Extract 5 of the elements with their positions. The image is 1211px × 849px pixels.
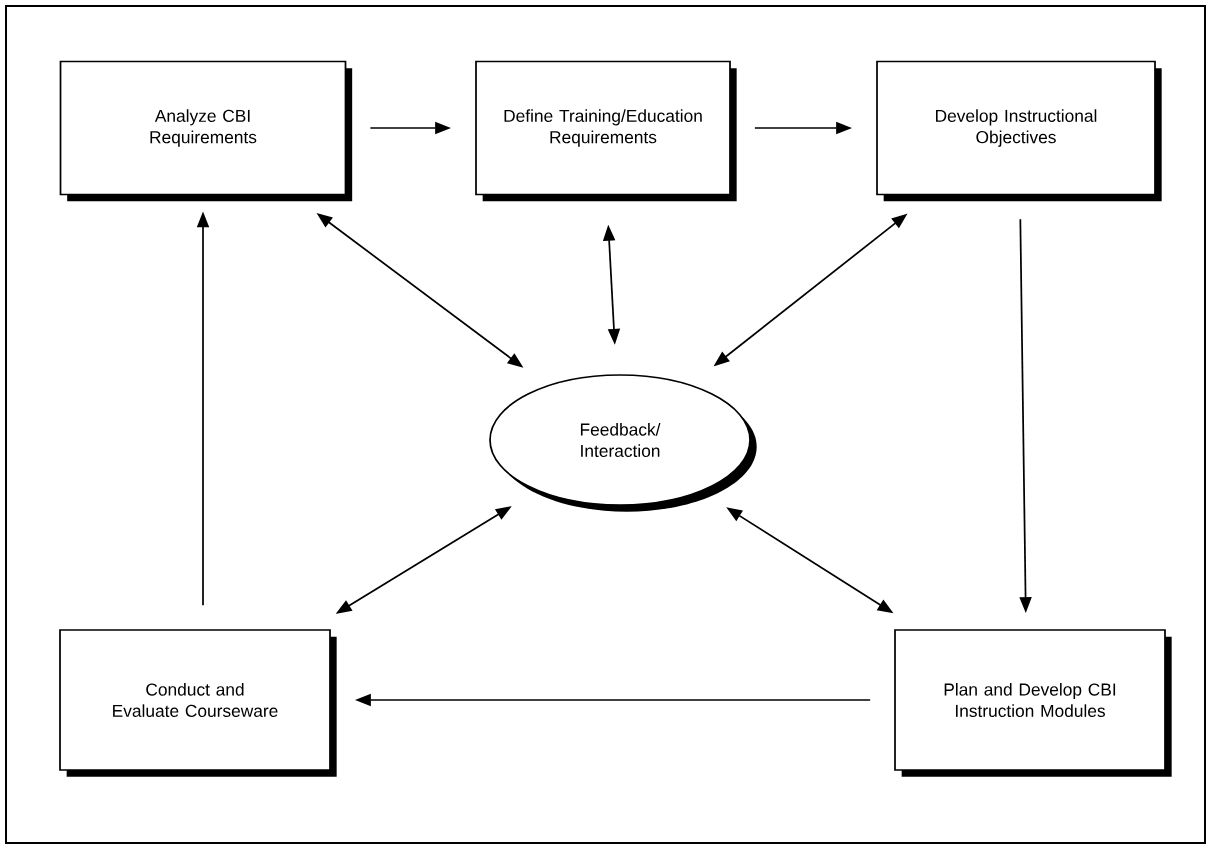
process-box: Plan and Develop CBI Instruction Modules xyxy=(894,629,1172,777)
process-box: Analyze CBI Requirements xyxy=(59,60,353,202)
process-box: Develop Instructional Objectives xyxy=(876,60,1162,202)
process-box: Define Training/Education Requirements xyxy=(475,60,737,202)
process-box: Conduct and Evaluate Courseware xyxy=(59,629,337,777)
